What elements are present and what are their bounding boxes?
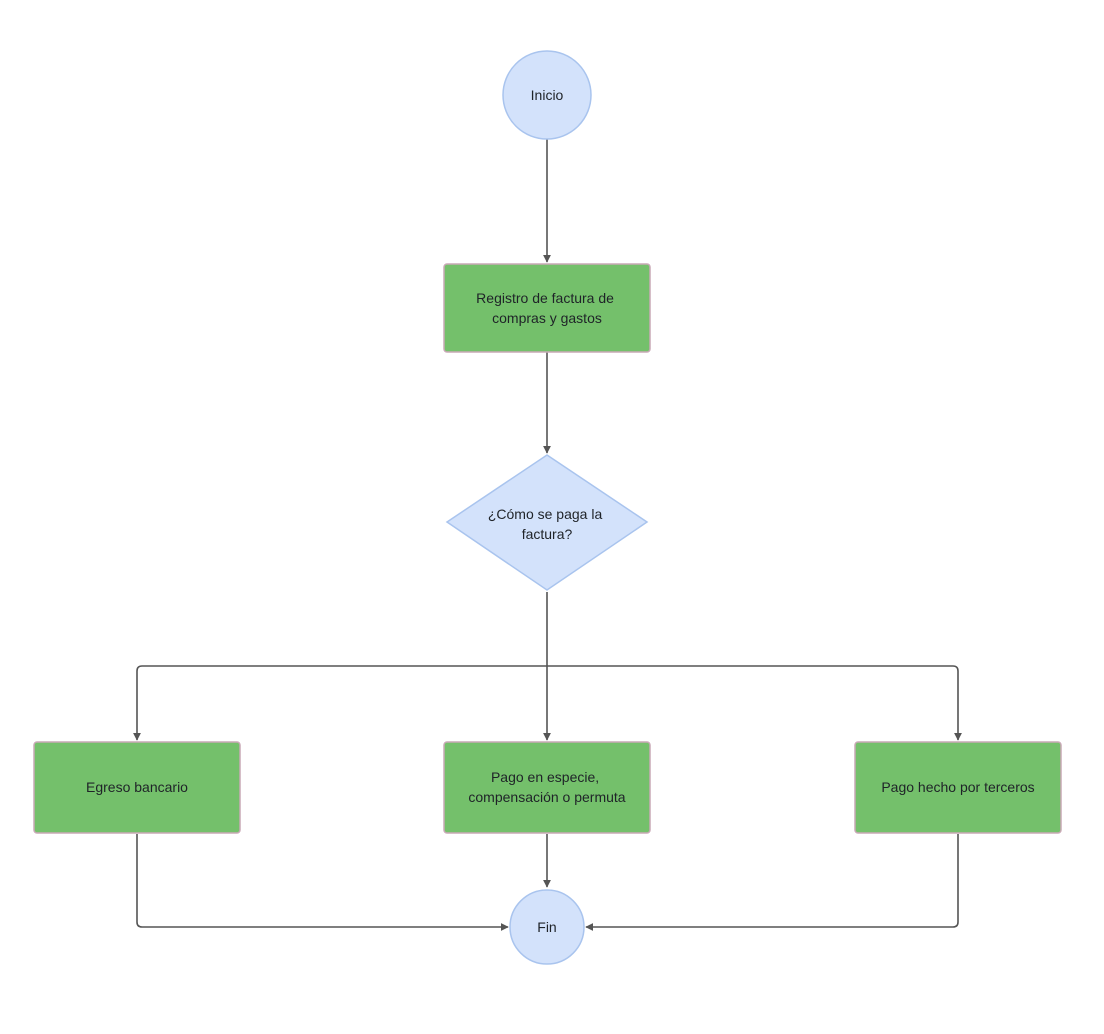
connector-bank-to-end <box>136 834 509 931</box>
start-label: Inicio <box>531 87 564 103</box>
connector-decision-to-third <box>547 665 962 741</box>
end-label: Fin <box>537 919 556 935</box>
end-node: Fin <box>509 889 585 965</box>
bank-egress-label: Egreso bancario <box>86 779 188 795</box>
register-invoice-label: Registro de factura de compras y gastos <box>476 290 618 326</box>
payment-in-kind-process: Pago en especie, compensación o permuta <box>443 741 651 834</box>
bank-egress-process: Egreso bancario <box>33 741 241 834</box>
payment-method-decision: ¿Cómo se paga la factura? <box>445 454 649 591</box>
third-party-payment-label: Pago hecho por terceros <box>881 779 1034 795</box>
start-node: Inicio <box>502 50 592 140</box>
connector-third-to-end <box>585 834 959 931</box>
decision-label: ¿Cómo se paga la factura? <box>488 506 606 542</box>
connector-decision-to-bank <box>133 665 547 741</box>
register-invoice-process: Registro de factura de compras y gastos <box>443 263 651 353</box>
payment-in-kind-label: Pago en especie, compensación o permuta <box>468 769 625 805</box>
third-party-payment-process: Pago hecho por terceros <box>854 741 1062 834</box>
